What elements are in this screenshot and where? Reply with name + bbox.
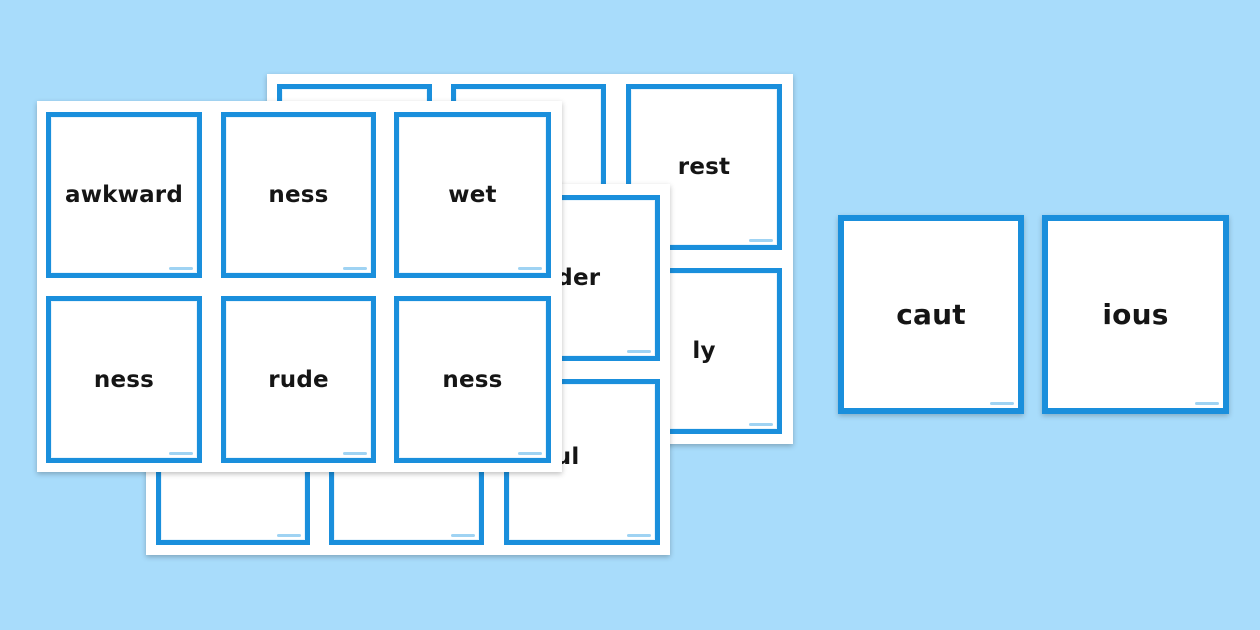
card-text: ness <box>93 366 155 393</box>
front-card-4[interactable]: ness <box>46 296 202 463</box>
card-text: caut <box>896 298 966 331</box>
front-card-3[interactable]: wet <box>394 112 551 278</box>
front-card-6[interactable]: ness <box>394 296 551 463</box>
loose-card-ious[interactable]: ious <box>1042 215 1229 414</box>
front-card-2[interactable]: ness <box>221 112 376 278</box>
card-text: ness <box>268 182 329 208</box>
loose-card-caut[interactable]: caut <box>838 215 1024 414</box>
front-card-1[interactable]: awkward <box>46 112 202 278</box>
card-text: wet <box>448 182 497 208</box>
card-text: awkward <box>64 182 184 208</box>
card-text: rest <box>677 154 731 180</box>
card-text: rude <box>268 366 329 393</box>
card-text: ly <box>692 338 716 364</box>
card-text: ness <box>442 366 503 393</box>
front-card-5[interactable]: rude <box>221 296 376 463</box>
front-card-sheet: awkward ness wet ness rude ness <box>37 101 562 472</box>
card-text: ious <box>1102 298 1169 331</box>
